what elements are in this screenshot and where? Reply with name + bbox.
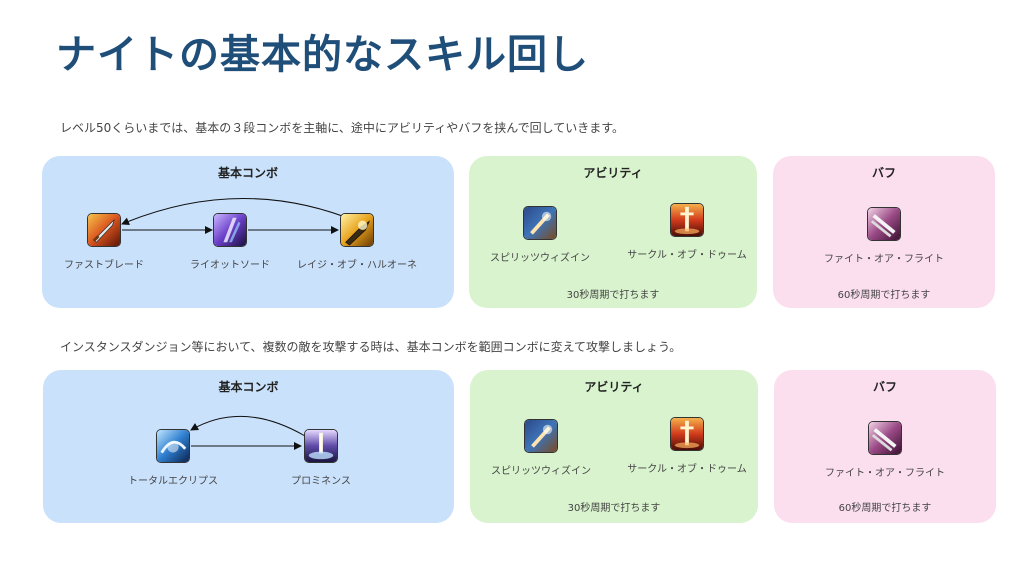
skill-label: トータルエクリプス bbox=[128, 476, 218, 487]
skill-spirits-within[interactable]: スピリッツウィズイン bbox=[471, 419, 611, 477]
skill-riot-blade[interactable]: ライオットソード bbox=[160, 213, 300, 271]
spirits-within-icon bbox=[523, 206, 557, 240]
rage-of-halone-icon bbox=[340, 213, 374, 247]
skill-fight-or-flight[interactable]: ファイト・オア・フライト bbox=[814, 207, 954, 265]
skill-label: ファストブレード bbox=[64, 260, 144, 271]
fight-or-flight-icon bbox=[867, 207, 901, 241]
ability-panel-title: アビリティ bbox=[584, 380, 644, 394]
skill-label: スピリッツウィズイン bbox=[491, 466, 591, 477]
page-title: ナイトの基本的なスキル回し bbox=[56, 32, 589, 78]
prominence-icon bbox=[304, 429, 338, 463]
skill-label: ファイト・オア・フライト bbox=[825, 468, 945, 479]
buff-panel-title: バフ bbox=[871, 166, 896, 180]
combo-panel-1: 基本コンボ ファストブレード ライオットソード レイジ・オブ・ハルオーネ bbox=[42, 156, 454, 308]
skill-label: サークル・オブ・ドゥーム bbox=[627, 250, 747, 261]
spirits-within-icon bbox=[524, 419, 558, 453]
circle-of-scorn-icon bbox=[670, 417, 704, 451]
combo-flow-arrows bbox=[190, 415, 306, 450]
skill-circle-of-scorn[interactable]: サークル・オブ・ドゥーム bbox=[617, 417, 757, 475]
riot-blade-icon bbox=[213, 213, 247, 247]
arrow-rage-to-fast bbox=[121, 198, 359, 226]
skill-label: レイジ・オブ・ハルオーネ bbox=[297, 260, 417, 271]
combo-flow-arrows bbox=[121, 198, 359, 234]
circle-of-scorn-icon bbox=[670, 203, 704, 237]
arrow-prominence-to-eclipse bbox=[190, 415, 306, 437]
skill-total-eclipse[interactable]: トータルエクリプス bbox=[103, 429, 243, 487]
skill-fight-or-flight[interactable]: ファイト・オア・フライト bbox=[815, 421, 955, 479]
total-eclipse-icon bbox=[156, 429, 190, 463]
buff-panel-2: バフ ファイト・オア・フライト 60秒周期で打ちます bbox=[774, 370, 996, 523]
buff-cycle-note: 60秒周期で打ちます bbox=[837, 290, 931, 301]
buff-panel-title: バフ bbox=[872, 380, 897, 394]
skill-label: プロミネンス bbox=[291, 476, 351, 487]
combo-panel-2: 基本コンボ トータルエクリプス プロミネンス bbox=[43, 370, 454, 523]
combo-panel-title: 基本コンボ bbox=[217, 166, 278, 180]
buff-cycle-note: 60秒周期で打ちます bbox=[838, 503, 932, 514]
section2-description: インスタンスダンジョン等において、複数の敵を攻撃する時は、基本コンボを範囲コンボ… bbox=[60, 340, 682, 354]
fight-or-flight-icon bbox=[868, 421, 902, 455]
skill-label: スピリッツウィズイン bbox=[490, 253, 590, 264]
skill-prominence[interactable]: プロミネンス bbox=[251, 429, 391, 487]
skill-circle-of-scorn[interactable]: サークル・オブ・ドゥーム bbox=[617, 203, 757, 261]
ability-cycle-note: 30秒周期で打ちます bbox=[567, 503, 661, 514]
skill-label: ファイト・オア・フライト bbox=[824, 254, 944, 265]
skill-fast-blade[interactable]: ファストブレード bbox=[34, 213, 174, 271]
skill-label: ライオットソード bbox=[190, 260, 270, 271]
ability-panel-2: アビリティ スピリッツウィズイン サークル・オブ・ドゥーム 30秒周期で打ちます bbox=[470, 370, 758, 523]
ability-panel-title: アビリティ bbox=[583, 166, 643, 180]
buff-panel-1: バフ ファイト・オア・フライト 60秒周期で打ちます bbox=[773, 156, 995, 308]
fast-blade-icon bbox=[87, 213, 121, 247]
skill-label: サークル・オブ・ドゥーム bbox=[627, 464, 747, 475]
skill-rage-of-halone[interactable]: レイジ・オブ・ハルオーネ bbox=[287, 213, 427, 271]
ability-panel-1: アビリティ スピリッツウィズイン サークル・オブ・ドゥーム 30秒周期で打ちます bbox=[469, 156, 757, 308]
ability-cycle-note: 30秒周期で打ちます bbox=[566, 290, 660, 301]
combo-panel-title: 基本コンボ bbox=[218, 380, 279, 394]
section1-description: レベル50くらいまでは、基本の３段コンボを主軸に、途中にアビリティやバフを挟んで… bbox=[60, 121, 625, 135]
skill-spirits-within[interactable]: スピリッツウィズイン bbox=[470, 206, 610, 264]
